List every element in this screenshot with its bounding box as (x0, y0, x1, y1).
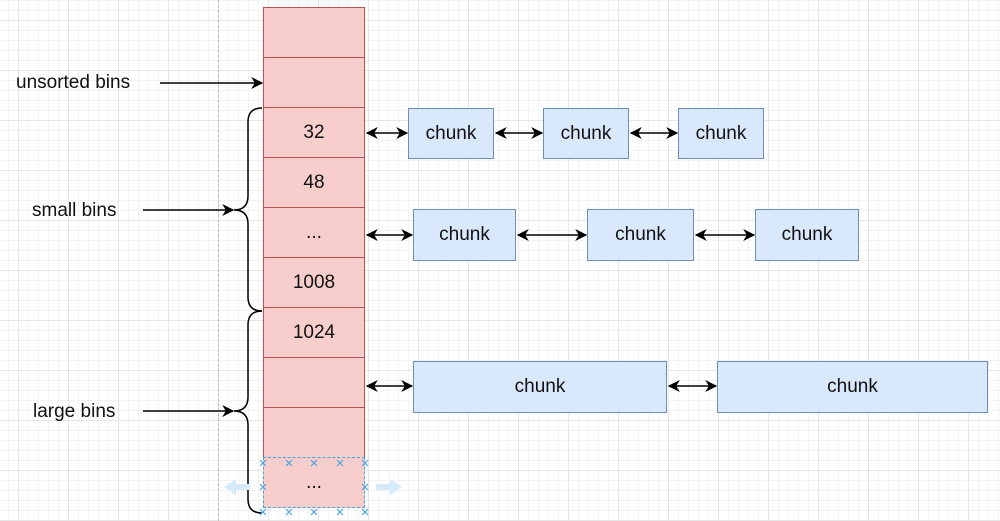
selection-handles (259, 459, 369, 516)
chunk-node[interactable]: chunk (717, 361, 988, 413)
chunk-node[interactable]: chunk (413, 361, 667, 413)
bin-cell-selected[interactable]: ... (263, 457, 365, 508)
bins-column: 32 48 ... 1008 1024 ... (263, 7, 365, 508)
bin-cell-1008[interactable]: 1008 (263, 257, 365, 308)
unsorted-bins-label: unsorted bins (16, 72, 131, 93)
guide-line (218, 0, 219, 521)
chunk-node[interactable]: chunk (413, 209, 516, 261)
chunk-node[interactable]: chunk (678, 108, 764, 159)
left-hover-arrow-icon (224, 479, 250, 495)
bin-cell-1024[interactable]: 1024 (263, 307, 365, 358)
large-bins-brace (233, 310, 263, 514)
large-bins-label: large bins (33, 401, 116, 422)
chunk-node[interactable]: chunk (543, 108, 629, 159)
bin-cell[interactable] (263, 357, 365, 408)
chunk-node[interactable]: chunk (755, 209, 859, 261)
bin-cell-48[interactable]: 48 (263, 157, 365, 208)
small-bins-label: small bins (32, 200, 117, 221)
bin-cell[interactable] (263, 407, 365, 458)
bin-cell-ellipsis[interactable]: ... (263, 207, 365, 258)
small-bins-brace (233, 107, 263, 312)
right-hover-arrow-icon (376, 479, 402, 495)
chunk-node[interactable]: chunk (408, 108, 494, 159)
chunk-node[interactable]: chunk (587, 209, 694, 261)
